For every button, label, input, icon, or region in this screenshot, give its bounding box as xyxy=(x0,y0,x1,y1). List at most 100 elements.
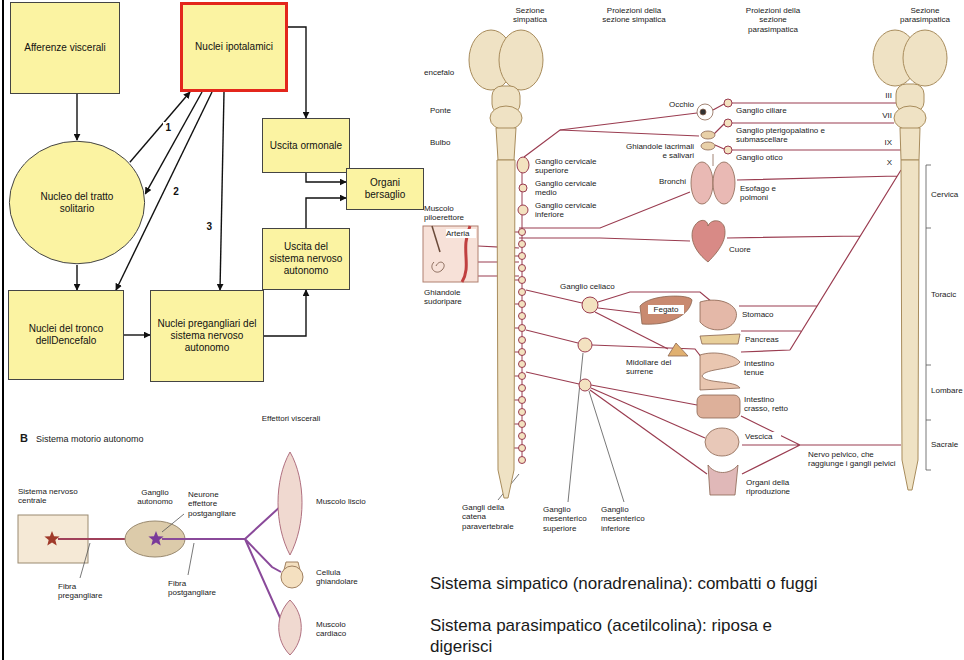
organs-part xyxy=(700,300,737,330)
organs-part xyxy=(668,343,688,356)
annotation-label: Cellula ghiandolare xyxy=(316,568,372,587)
nerve-lines-part xyxy=(727,170,901,352)
ganglia-part xyxy=(579,379,591,391)
annotation-label: encefalo xyxy=(424,68,464,77)
annotation-label: Sistema nervoso centrale xyxy=(18,487,93,506)
process-box: Uscita ormonale xyxy=(262,118,350,173)
organs-part xyxy=(713,162,735,204)
ganglia-part xyxy=(519,349,526,356)
callout-number: 1 xyxy=(163,122,173,133)
annotation-label: Bronchi xyxy=(648,177,686,186)
brain-and-cord-part xyxy=(497,160,515,498)
nerve-lines-part xyxy=(526,372,579,384)
motor-diagram xyxy=(18,452,303,655)
annotation-label: IX xyxy=(874,138,892,147)
annotation-label: Lombare xyxy=(931,386,963,395)
ganglia-part xyxy=(519,265,526,272)
annotation-label: Ganglio otico xyxy=(736,153,798,162)
ganglia-part xyxy=(578,338,592,352)
connector-arrow xyxy=(288,27,306,118)
motor-diagram-part xyxy=(80,514,194,578)
brain-and-cord-part xyxy=(894,106,926,130)
annotation-label: Proiezioni della sezione parasimpatica xyxy=(734,6,812,34)
ganglia-part xyxy=(724,99,732,107)
annotation-label: Arteria xyxy=(446,229,476,238)
brain-and-cord-part xyxy=(499,30,543,90)
annotation-label: Esofago e polmoni xyxy=(740,184,792,203)
annotation-label: Ganglio mesenterico inferiore xyxy=(601,505,659,533)
nerve-lines-part xyxy=(526,330,578,343)
process-box: Nuclei pregangliari del sistema nervoso … xyxy=(150,290,264,382)
ganglia-part xyxy=(522,157,523,462)
node-text: Uscita del sistema nervoso autonomo xyxy=(263,241,349,277)
brain-and-cord-part xyxy=(901,160,919,490)
annotation-label: Ponte xyxy=(430,106,462,115)
process-box: Uscita del sistema nervoso autonomo xyxy=(262,228,350,290)
annotation-label: B xyxy=(20,432,34,445)
annotation-label: Ganglio autonomo xyxy=(126,488,184,507)
organs-part xyxy=(700,109,706,115)
ganglia-part xyxy=(519,457,526,464)
annotation-label: Intestino tenue xyxy=(744,359,786,378)
ganglia-part xyxy=(724,119,732,127)
node-text: Nucleo del tratto solitario xyxy=(8,191,146,215)
ganglia-part xyxy=(519,253,526,260)
connector-arrow xyxy=(264,290,306,336)
ganglia-part xyxy=(519,325,526,332)
annotation-label: Fegato xyxy=(648,305,684,314)
organs-part xyxy=(640,296,692,324)
nucleus-circle: Nucleo del tratto solitario xyxy=(8,140,146,265)
brain-and-cord-part xyxy=(496,128,516,160)
leader-lines-part xyxy=(568,353,583,502)
nerve-lines-part xyxy=(560,130,699,136)
organs-part xyxy=(691,162,713,204)
node-text: Uscita ormonale xyxy=(265,140,347,152)
ganglia-part xyxy=(519,445,526,452)
ganglia-part xyxy=(519,289,526,296)
annotation-label: Cuore xyxy=(729,245,759,254)
node-text: Nuclei ipotalamici xyxy=(190,41,278,53)
skin-effectors-part xyxy=(423,226,478,282)
annotation-label: Ganglio mesenterico superiore xyxy=(543,505,597,533)
connector-arrow xyxy=(306,198,346,228)
process-box: Organi bersaglio xyxy=(346,168,424,210)
ganglia-part xyxy=(519,313,526,320)
cord-brackets-part xyxy=(926,165,931,470)
skin-effectors-part xyxy=(432,226,440,252)
leader-lines-part xyxy=(589,391,624,502)
ganglia-part xyxy=(519,361,526,368)
motor-diagram-part xyxy=(281,566,303,588)
ganglia-part xyxy=(519,184,527,192)
ganglia-part xyxy=(519,409,526,416)
callout-number: 3 xyxy=(204,221,214,232)
callout-number: 2 xyxy=(171,186,181,197)
node-text: Nuclei pregangliari del sistema nervoso … xyxy=(151,318,263,354)
node-text: Nuclei del tronco dellDencefalo xyxy=(9,323,123,347)
annotation-label: Ghiandole lacrimali e salivari xyxy=(622,142,694,161)
nerve-lines xyxy=(478,103,901,474)
organs-part xyxy=(701,131,715,139)
ganglia-part xyxy=(519,373,526,380)
summary-text: Sistema parasimpatico (acetilcolina): ri… xyxy=(430,615,830,657)
annotation-label: Toracic xyxy=(931,290,963,299)
annotation-label: Ganglio cervicale superiore xyxy=(535,157,601,176)
motor-diagram-part xyxy=(162,505,282,622)
annotation-label: Ganglio cervicale inferiore xyxy=(535,201,601,220)
brain-and-cord-part xyxy=(903,30,947,86)
annotation-label: Muscolo liscio xyxy=(316,497,368,506)
brain-and-cord-part xyxy=(490,106,522,130)
annotation-label: Proiezioni della sezione simpatica xyxy=(598,6,670,25)
nerve-lines-part xyxy=(519,238,690,241)
nerve-lines-part xyxy=(591,388,705,438)
ganglia-part xyxy=(518,205,528,215)
leader-lines xyxy=(498,353,624,502)
process-box: Nuclei del tronco dellDencefalo xyxy=(8,290,124,380)
annotation-label: Effettori viscerali xyxy=(260,414,322,423)
annotation-label: Sezione parasimpatica xyxy=(892,6,958,25)
motor-diagram-part xyxy=(148,531,163,545)
ganglia-part xyxy=(519,301,526,308)
annotation-label: Sistema motorio autonomo xyxy=(36,434,206,445)
annotation-label: Vescica xyxy=(745,432,781,441)
